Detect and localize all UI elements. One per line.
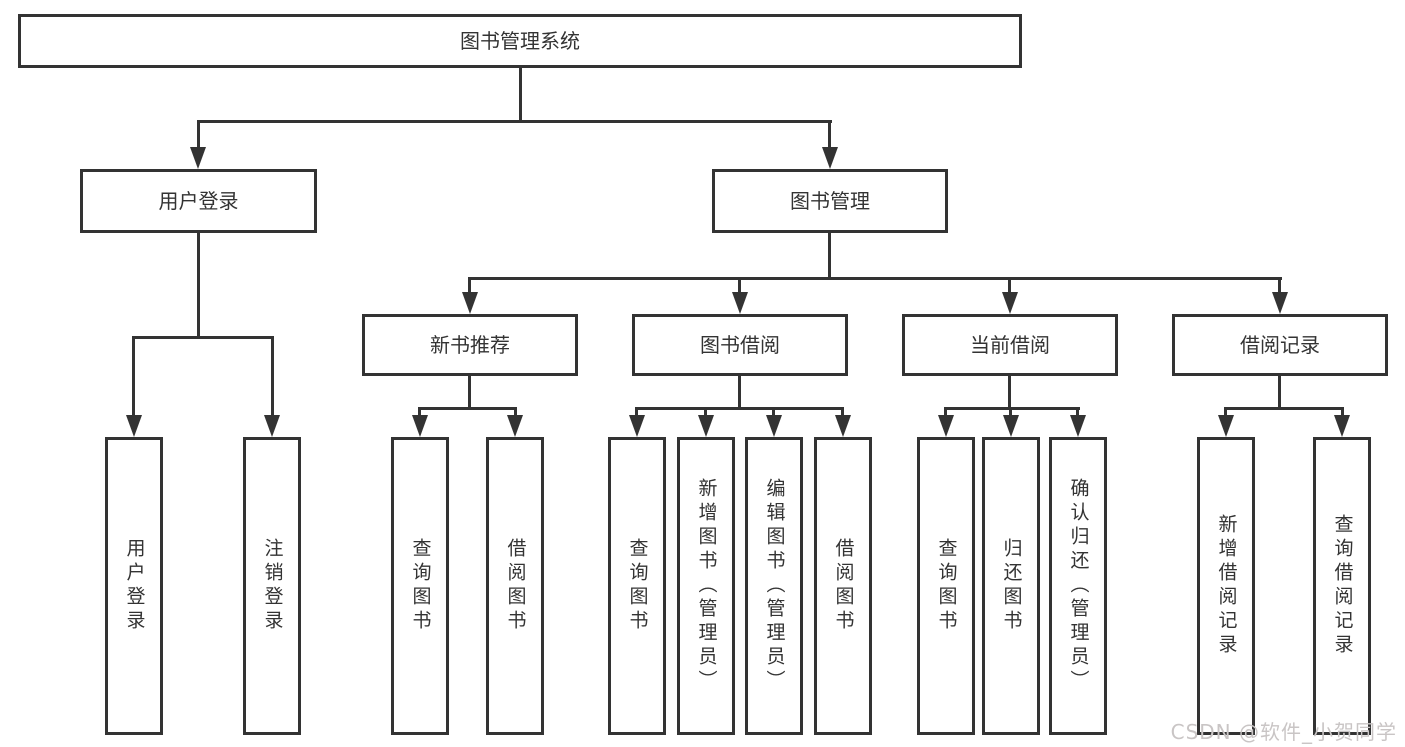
leaf-confirm-return-admin-label: 确认归还（管理员） <box>1067 478 1090 694</box>
node-root-label: 图书管理系统 <box>460 29 580 53</box>
leaf-borrow-book-1: 借阅图书 <box>486 437 544 735</box>
connector-line <box>418 407 517 410</box>
connector-line <box>944 407 947 417</box>
connector-line <box>519 68 522 123</box>
connector-line <box>1009 407 1012 417</box>
connector-line <box>772 407 775 417</box>
leaf-return-book-label: 归还图书 <box>1000 538 1023 634</box>
connector-line <box>944 407 1080 410</box>
leaf-user-login: 用户登录 <box>105 437 163 735</box>
connector-arrow <box>822 147 838 169</box>
connector-line <box>1224 407 1344 410</box>
leaf-add-borrow-record: 新增借阅记录 <box>1197 437 1255 735</box>
connector-line <box>418 407 421 417</box>
connector-line <box>197 120 832 123</box>
node-borrow-records: 借阅记录 <box>1172 314 1388 376</box>
connector-arrow <box>1218 415 1234 437</box>
leaf-add-book-admin: 新增图书（管理员） <box>677 437 735 735</box>
connector-arrow <box>507 415 523 437</box>
connector-line <box>1278 277 1281 295</box>
leaf-query-book-2-label: 查询图书 <box>626 538 649 634</box>
node-root: 图书管理系统 <box>18 14 1022 68</box>
connector-line <box>1341 407 1344 417</box>
connector-line <box>468 376 471 410</box>
connector-line <box>1076 407 1079 417</box>
node-book-borrow: 图书借阅 <box>632 314 848 376</box>
leaf-borrow-book-2-label: 借阅图书 <box>832 538 855 634</box>
leaf-query-book-2: 查询图书 <box>608 437 666 735</box>
connector-arrow <box>766 415 782 437</box>
node-new-book-recommend: 新书推荐 <box>362 314 578 376</box>
node-current-borrow: 当前借阅 <box>902 314 1118 376</box>
connector-line <box>132 336 274 339</box>
node-current-borrow-label: 当前借阅 <box>970 333 1050 357</box>
node-user-login: 用户登录 <box>80 169 317 233</box>
node-book-management: 图书管理 <box>712 169 948 233</box>
connector-line <box>1008 376 1011 410</box>
connector-line <box>841 407 844 417</box>
leaf-query-book-1: 查询图书 <box>391 437 449 735</box>
connector-arrow <box>1334 415 1350 437</box>
connector-line <box>197 120 200 150</box>
connector-arrow <box>126 415 142 437</box>
connector-arrow <box>1272 292 1288 314</box>
leaf-query-book-1-label: 查询图书 <box>409 538 432 634</box>
leaf-add-borrow-record-label: 新增借阅记录 <box>1215 514 1238 658</box>
connector-arrow <box>835 415 851 437</box>
connector-line <box>704 407 707 417</box>
connector-line <box>635 407 844 410</box>
connector-line <box>828 233 831 280</box>
leaf-edit-book-admin-label: 编辑图书（管理员） <box>763 478 786 694</box>
connector-line <box>738 277 741 295</box>
connector-line <box>132 336 135 417</box>
leaf-borrow-book-2: 借阅图书 <box>814 437 872 735</box>
connector-arrow <box>1070 415 1086 437</box>
connector-arrow <box>462 292 478 314</box>
node-borrow-records-label: 借阅记录 <box>1240 333 1320 357</box>
connector-line <box>828 120 831 150</box>
leaf-query-book-3: 查询图书 <box>917 437 975 735</box>
leaf-query-book-3-label: 查询图书 <box>935 538 958 634</box>
connector-arrow <box>1002 292 1018 314</box>
connector-arrow <box>1003 415 1019 437</box>
connector-arrow <box>629 415 645 437</box>
csdn-watermark: CSDN @软件_小贺同学 <box>1170 720 1397 744</box>
leaf-confirm-return-admin: 确认归还（管理员） <box>1049 437 1107 735</box>
connector-line <box>468 277 471 295</box>
connector-arrow <box>732 292 748 314</box>
leaf-add-book-admin-label: 新增图书（管理员） <box>695 478 718 694</box>
connector-line <box>1224 407 1227 417</box>
connector-line <box>1008 277 1011 295</box>
connector-arrow <box>190 147 206 169</box>
node-user-login-label: 用户登录 <box>158 189 239 213</box>
node-new-book-recommend-label: 新书推荐 <box>430 333 510 357</box>
connector-arrow <box>264 415 280 437</box>
connector-line <box>197 233 200 339</box>
leaf-return-book: 归还图书 <box>982 437 1040 735</box>
leaf-borrow-book-1-label: 借阅图书 <box>504 538 527 634</box>
connector-line <box>1278 376 1281 410</box>
connector-line <box>738 376 741 410</box>
leaf-logout-label: 注销登录 <box>261 538 284 634</box>
connector-arrow <box>698 415 714 437</box>
leaf-user-login-label: 用户登录 <box>123 538 146 634</box>
connector-line <box>271 336 274 417</box>
connector-line <box>635 407 638 417</box>
leaf-logout: 注销登录 <box>243 437 301 735</box>
leaf-edit-book-admin: 编辑图书（管理员） <box>745 437 803 735</box>
node-book-borrow-label: 图书借阅 <box>700 333 780 357</box>
leaf-query-borrow-record: 查询借阅记录 <box>1313 437 1371 735</box>
connector-line <box>468 277 1282 280</box>
connector-line <box>514 407 517 417</box>
leaf-query-borrow-record-label: 查询借阅记录 <box>1331 514 1354 658</box>
connector-arrow <box>938 415 954 437</box>
connector-arrow <box>412 415 428 437</box>
node-book-management-label: 图书管理 <box>790 189 870 213</box>
